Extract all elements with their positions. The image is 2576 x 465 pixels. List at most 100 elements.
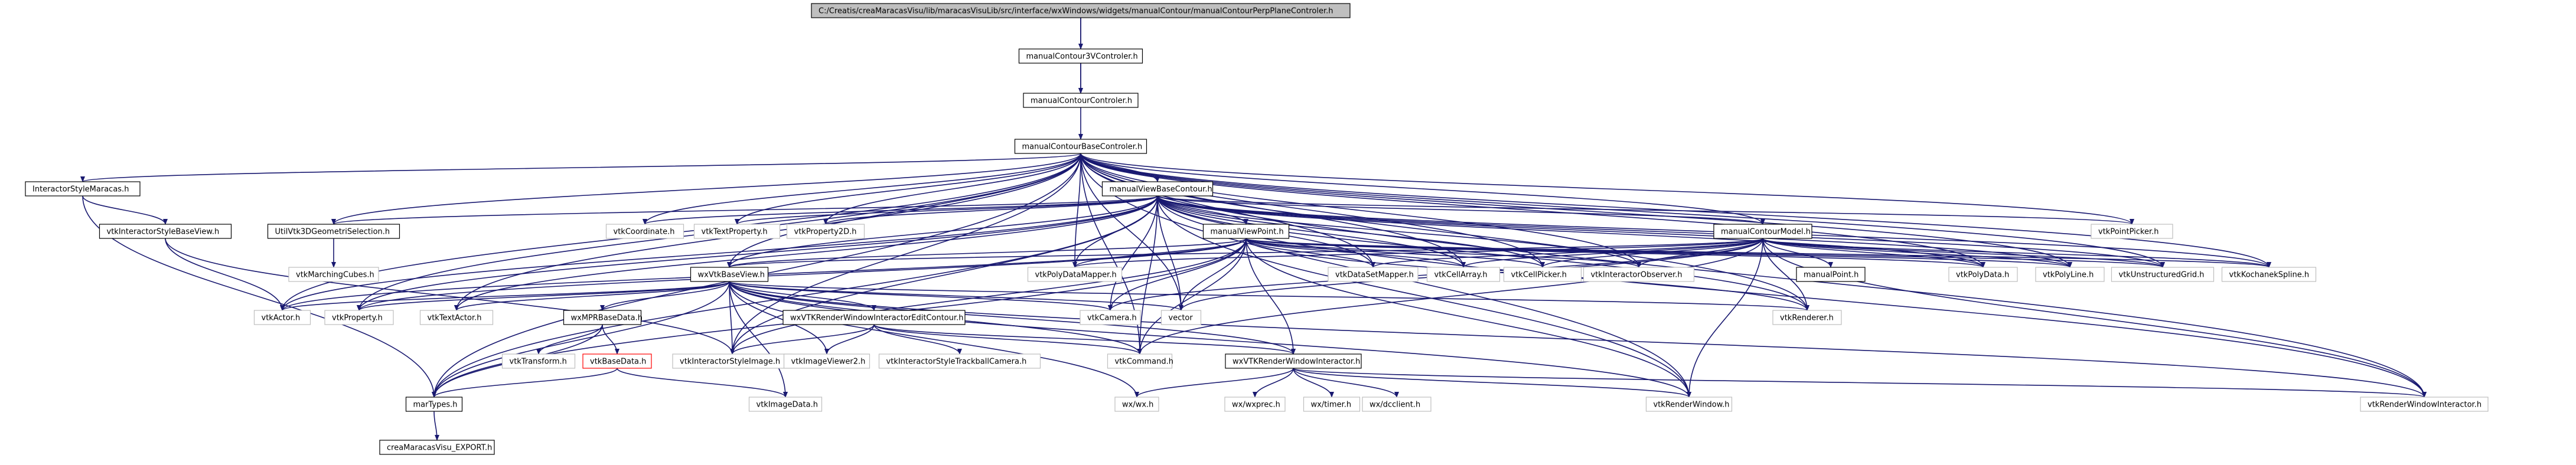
- edge-wxvbv-to-mt: [432, 281, 730, 398]
- node-vio: vtkInteractorObserver.h: [1583, 267, 1695, 282]
- node-label: wx/dcclient.h: [1369, 401, 1420, 410]
- node-mcm[interactable]: manualContourModel.h: [1713, 224, 1812, 239]
- node-box: [690, 267, 769, 282]
- edge-wxvbv-to-vcam: [729, 281, 1113, 311]
- edge-wxrwi-to-wxprec: [1253, 368, 1294, 398]
- edge-mt-to-export: [433, 411, 439, 441]
- node-label: vtkCamera.h: [1087, 314, 1137, 323]
- node-ism[interactable]: InteractorStyleMaracas.h: [25, 181, 141, 197]
- edge-ism-to-visbv: [82, 195, 168, 225]
- edge-mcm-to-vpd: [1762, 238, 1985, 268]
- node-label: vtkPointPicker.h: [2098, 228, 2159, 237]
- edge-wxvbv-to-vid: [729, 281, 788, 398]
- node-label: vtkDataSetMapper.h: [1335, 271, 1414, 280]
- node-vpd: vtkPolyData.h: [1948, 267, 2018, 282]
- node-visbv[interactable]: vtkInteractorStyleBaseView.h: [99, 224, 232, 239]
- node-vdsm: vtkDataSetMapper.h: [1328, 267, 1419, 282]
- edge-wxrwi-to-vrwi: [1293, 368, 2427, 398]
- edge-wxrwi-to-wxdc: [1293, 368, 1399, 398]
- edge-mvbc-to-mcm: [1157, 195, 1765, 225]
- edge-mvp-to-vpdm: [1072, 238, 1247, 268]
- edge-cbc-to-u3d: [331, 153, 1081, 225]
- node-box: [501, 353, 576, 369]
- edge-wxrwi-to-wxwx: [1134, 368, 1294, 398]
- edge-wxrwi-to-wxtimer: [1293, 368, 1334, 398]
- edge-mcm-to-wxvbv: [727, 238, 1763, 268]
- node-mvp[interactable]: manualViewPoint.h: [1202, 224, 1290, 239]
- node-box: [1114, 397, 1159, 412]
- node-box: [2111, 267, 2215, 282]
- node-vcoord: vtkCoordinate.h: [605, 224, 684, 239]
- edge-mvbc-to-vactor: [280, 195, 1158, 311]
- edge-mvbc-to-vp2d: [823, 195, 1158, 225]
- node-label: creaMaracasVisu_EXPORT.h: [387, 444, 492, 453]
- node-label: vtkRenderer.h: [1780, 314, 1834, 323]
- node-mvbc[interactable]: manualViewBaseContour.h: [1101, 181, 1214, 197]
- edge-wxvbv-to-vrwi: [729, 281, 2427, 398]
- node-vistc: vtkInteractorStyleTrackballCamera.h: [878, 353, 1041, 369]
- node-box: [1018, 48, 1143, 64]
- edge-mvp-to-vks: [1245, 238, 2271, 268]
- node-cc[interactable]: manualContourControler.h: [1023, 93, 1139, 108]
- node-vbd[interactable]: vtkBaseData.h: [582, 353, 652, 369]
- edge-mvbc-to-vug: [1157, 195, 2165, 268]
- node-export[interactable]: creaMaracasVisu_EXPORT.h: [379, 440, 495, 455]
- edge-wxvbv-to-vector: [729, 281, 1183, 311]
- node-label: InteractorStyleMaracas.h: [32, 185, 129, 194]
- edge-mvbc-to-vren: [1157, 195, 1809, 311]
- node-box: [1426, 267, 1501, 282]
- node-label: vtkImageData.h: [757, 401, 818, 410]
- node-box: [1023, 93, 1139, 108]
- edge-wxvbv-to-vprop: [357, 281, 730, 311]
- node-mp[interactable]: manualPoint.h: [1796, 267, 1866, 282]
- node-label: vtkPolyData.h: [1956, 271, 2009, 280]
- node-label: vtkImageViewer2.h: [791, 358, 866, 366]
- node-vector: vector: [1160, 310, 1202, 325]
- node-vcam: vtkCamera.h: [1080, 310, 1141, 325]
- edge-wxvbv-to-viv2: [729, 281, 829, 355]
- edge-mvbc-to-vpp: [1157, 195, 2134, 225]
- node-box: [748, 397, 823, 412]
- node-cbc[interactable]: manualContourBaseControler.h: [1014, 139, 1147, 154]
- node-visi: vtkInteractorStyleImage.h: [672, 353, 793, 369]
- node-box: [786, 224, 865, 239]
- node-mt[interactable]: marTypes.h: [405, 397, 463, 412]
- edge-mcm-to-vpdm: [1072, 238, 1763, 268]
- edge-vbd-to-vid: [617, 368, 788, 398]
- node-wxmpr[interactable]: wxMPRBaseData.h: [563, 310, 643, 325]
- edge-mvp-to-visi: [730, 238, 1247, 355]
- edge-wxvbv-to-vactor: [280, 281, 730, 311]
- node-box: [1014, 139, 1147, 154]
- edge-mcm-to-mp: [1762, 238, 1833, 268]
- node-u3d[interactable]: UtilVtk3DGeometriSelection.h: [267, 224, 400, 239]
- edge-wxvbv-to-visi: [729, 281, 735, 355]
- node-label: vtkInteractorObserver.h: [1591, 271, 1682, 280]
- edge-wxmpr-to-vtrans: [536, 324, 603, 355]
- node-box: [1645, 397, 1733, 412]
- node-wxrwiec[interactable]: wxVTKRenderWindowInteractorEditContour.h: [782, 310, 966, 325]
- edge-mcm-to-vren: [1762, 238, 1809, 311]
- node-wxrwi[interactable]: wxVTKRenderWindowInteractor.h: [1225, 353, 1362, 369]
- node-viv2: vtkImageViewer2.h: [783, 353, 870, 369]
- node-box: [288, 267, 379, 282]
- edge-mvbc-to-vcam: [1108, 195, 1158, 311]
- node-label: vtkTextProperty.h: [702, 228, 768, 237]
- node-label: wxVTKRenderWindowInteractorEditContour.h: [790, 314, 964, 323]
- edge-wxrwiec-to-vcmd: [873, 324, 1142, 355]
- node-box: [782, 310, 966, 325]
- edge-mvbc-to-vtp: [735, 195, 1158, 225]
- edge-visbv-to-visi: [165, 238, 735, 355]
- edge-mvbc-to-vcoord: [643, 195, 1158, 225]
- node-wxvbv[interactable]: wxVtkBaseView.h: [690, 267, 769, 282]
- edge-wxvbv-to-vta: [454, 281, 730, 311]
- edge-mcm-to-vpl: [1762, 238, 2072, 268]
- node-box: [1362, 397, 1432, 412]
- node-label: vector: [1169, 314, 1194, 323]
- node-wxdc: wx/dcclient.h: [1362, 397, 1432, 412]
- node-label: vtkCommand.h: [1115, 358, 1174, 366]
- node-vren: vtkRenderer.h: [1772, 310, 1842, 325]
- node-label: vtkPolyDataMapper.h: [1035, 271, 1117, 280]
- node-c3v[interactable]: manualContour3VControler.h: [1018, 48, 1143, 64]
- edge-mvbc-to-vprop: [357, 195, 1158, 311]
- edge-vbd-to-mt: [432, 368, 618, 398]
